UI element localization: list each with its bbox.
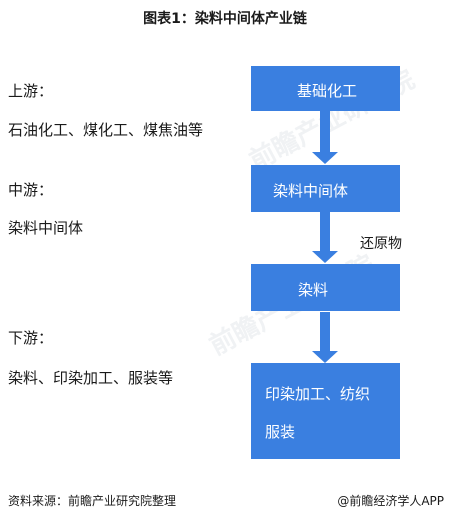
arrow-3-head — [312, 351, 338, 363]
box-downstream: 印染加工、纺织 服装 — [251, 363, 400, 459]
upstream-items: 石油化工、煤化工、煤焦油等 — [8, 121, 204, 139]
box-dye-intermediate: 染料中间体 — [251, 165, 400, 212]
downstream-items: 染料、印染加工、服装等 — [8, 369, 174, 387]
chart-title: 图表1：染料中间体产业链 — [143, 11, 307, 27]
box-downstream-line1: 印染加工、纺织 — [265, 385, 371, 403]
brand-credit: @前瞻经济学人APP — [337, 494, 444, 508]
arrow-3 — [312, 312, 338, 363]
downstream-heading: 下游： — [8, 329, 54, 347]
arrow-2-note: 还原物 — [360, 236, 402, 252]
arrow-3-shaft — [320, 312, 330, 351]
upstream-heading: 上游： — [8, 82, 54, 100]
source-note: 资料来源：前瞻产业研究院整理 — [8, 494, 177, 508]
arrow-1 — [312, 111, 338, 164]
box-dye-label: 染料 — [298, 281, 329, 299]
arrow-1-shaft — [320, 111, 330, 152]
midstream-heading: 中游： — [8, 181, 54, 199]
midstream-items: 染料中间体 — [8, 219, 84, 237]
arrow-2-head — [312, 251, 338, 263]
box-downstream-line2: 服装 — [265, 423, 296, 441]
arrow-1-head — [312, 152, 338, 164]
arrow-2-shaft — [320, 212, 330, 251]
box-basic-chemical: 基础化工 — [251, 66, 400, 111]
box-dye-intermediate-label: 染料中间体 — [273, 182, 349, 200]
arrow-2 — [312, 212, 338, 263]
box-basic-chemical-label: 基础化工 — [297, 82, 358, 100]
box-dye: 染料 — [251, 264, 400, 311]
